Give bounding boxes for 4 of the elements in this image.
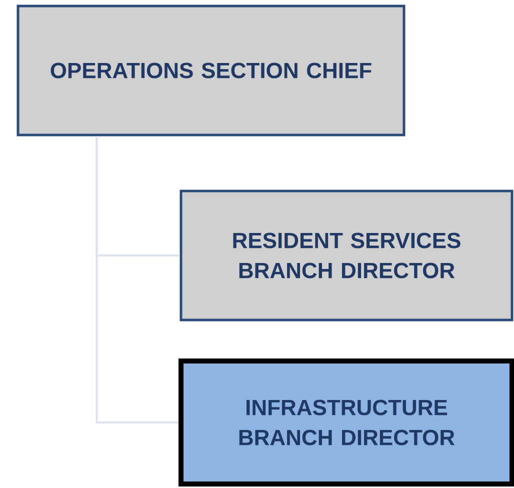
- org-box: INFRASTRUCTURE BRANCH DIRECTOR: [178, 358, 514, 486]
- connector-line: [96, 136, 178, 424]
- org-box: RESIDENT SERVICES BRANCH DIRECTOR: [180, 190, 514, 322]
- org-box: OPERATIONS SECTION CHIEF: [16, 4, 406, 136]
